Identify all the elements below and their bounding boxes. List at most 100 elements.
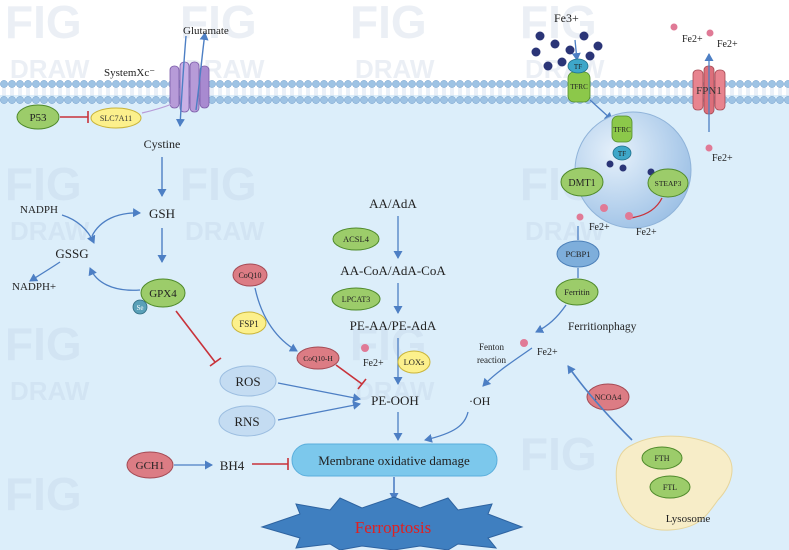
endosome-fe2-a xyxy=(600,204,608,212)
steap3-node xyxy=(647,168,689,198)
pe-ooh-label: PE-OOH xyxy=(371,393,419,408)
ferritinophagy-label: Ferritionphagy xyxy=(568,321,637,333)
gpx4-to-gssg-arrow xyxy=(88,267,141,291)
ferroptosis-burst xyxy=(260,496,524,550)
gpx4-inhibit-ros xyxy=(175,310,222,367)
rns-label: RNS xyxy=(234,414,259,429)
tf-membrane-label: TF xyxy=(574,63,582,71)
fe2-lipid-label: Fe2+ xyxy=(363,358,384,369)
fth-node xyxy=(641,446,683,470)
fe2-dot-lipid xyxy=(361,344,369,352)
loxs-label: LOXs xyxy=(404,357,425,367)
pcbp1-label: PCBP1 xyxy=(565,249,590,259)
svg-text:FIG: FIG xyxy=(520,428,597,480)
membrane-damage-node xyxy=(291,443,498,477)
steap3-label: STEAP3 xyxy=(655,179,682,188)
tfrc-membrane-label: TFRC xyxy=(570,83,588,91)
fenton-label-2: reaction xyxy=(477,355,506,365)
pe-aa-label: PE-AA/PE-AdA xyxy=(350,318,437,333)
endosome-fe3-a xyxy=(606,160,614,168)
nadph-plus-label: NADPH+ xyxy=(12,281,56,293)
svg-text:DRAW: DRAW xyxy=(525,216,605,246)
pcbp1-node xyxy=(556,240,600,268)
coq10h-node xyxy=(296,346,340,370)
gssg-to-gsh-arrow xyxy=(91,208,141,237)
ferritin-to-pool-arrow xyxy=(535,304,567,333)
fe2-out-label-b: Fe2+ xyxy=(717,39,738,50)
cystine-label: Cystine xyxy=(144,137,181,151)
cell-membrane xyxy=(0,80,789,104)
fe2-out-dot-b xyxy=(706,29,714,37)
tf-endosome-label: TF xyxy=(618,150,626,158)
fe2-pool-label: Fe2+ xyxy=(537,347,558,358)
endosome-fe2-b xyxy=(625,212,633,220)
svg-text:DRAW: DRAW xyxy=(10,54,90,84)
gpx4-label: GPX4 xyxy=(149,288,177,300)
ros-label: ROS xyxy=(235,374,260,389)
glutamate-label: Glutamate xyxy=(183,25,229,37)
nadph-to-gssg-arrow xyxy=(61,214,96,244)
ftl-label: FTL xyxy=(663,483,677,492)
bh4-label: BH4 xyxy=(220,458,245,473)
fenton-label-1: Fenton xyxy=(479,342,505,352)
lpcat3-node xyxy=(331,287,381,311)
ros-node xyxy=(219,365,277,397)
p53-inhibit-slc7a11 xyxy=(60,111,89,123)
svg-text:FIG: FIG xyxy=(5,468,82,520)
fe3-iron-dots xyxy=(531,31,603,71)
gch1-node xyxy=(126,451,174,479)
aa-ada-label: AA/AdA xyxy=(369,196,417,211)
svg-text:FIG: FIG xyxy=(350,0,427,48)
p53-label: P53 xyxy=(29,112,47,124)
ros-to-peooh-arrow xyxy=(277,382,361,403)
fsp1-node xyxy=(231,311,267,335)
glutamate-export-arrow xyxy=(195,32,209,111)
dmt1-label: DMT1 xyxy=(568,178,595,189)
tf-endosome-node xyxy=(612,145,632,161)
fe2-in-dot xyxy=(705,144,713,152)
acsl4-label: ACSL4 xyxy=(343,234,370,244)
ferroptosis-label: Ferroptosis xyxy=(355,518,432,537)
ncoa4-label: NCOA4 xyxy=(595,393,622,402)
fe3-label: Fe3+ xyxy=(554,11,579,25)
ferritin-label: Ferritin xyxy=(564,287,590,297)
gssg-label: GSSG xyxy=(55,246,88,261)
oh-to-damage-arrow xyxy=(424,411,469,443)
svg-text:DRAW: DRAW xyxy=(10,376,90,406)
tfrc-endosome-receptor xyxy=(611,115,633,143)
lysosome-to-fe2-arrow xyxy=(567,365,633,441)
fe2-out-label-a: Fe2+ xyxy=(682,34,703,45)
membrane-damage-label: Membrane oxidative damage xyxy=(318,453,470,468)
endosome-fe3-b xyxy=(619,164,627,172)
systemxc-label: SystemXc⁻ xyxy=(104,67,155,79)
nadph-label: NADPH xyxy=(20,204,58,216)
slc7a11-node xyxy=(90,107,142,129)
loxs-node xyxy=(397,350,431,374)
svg-text:FIG: FIG xyxy=(180,0,257,48)
svg-text:DRAW: DRAW xyxy=(185,216,265,246)
svg-text:FIG: FIG xyxy=(5,0,82,48)
coq10h-label: CoQ10-H xyxy=(303,354,333,363)
fe2-endosome-label-a: Fe2+ xyxy=(589,222,610,233)
ferritin-node xyxy=(555,278,599,306)
coq10-reduction-arrow xyxy=(254,287,298,352)
gssg-to-nadph-plus-arrow xyxy=(29,261,61,282)
dmt1-node xyxy=(560,167,604,197)
svg-text:FIG: FIG xyxy=(5,158,82,210)
endocytosis-arrow xyxy=(589,99,613,121)
slc7a11-label: SLC7A11 xyxy=(100,114,132,123)
p53-node xyxy=(16,104,60,130)
fenton-arrow xyxy=(482,347,533,387)
systemxc-transporter xyxy=(169,61,210,113)
fth-label: FTH xyxy=(654,454,669,463)
fe2-endosome-label-b: Fe2+ xyxy=(636,227,657,238)
lysosome-label: Lysosome xyxy=(666,513,711,525)
ftl-node xyxy=(649,475,691,499)
gsh-label: GSH xyxy=(149,206,175,221)
bh4-inhibit-damage xyxy=(252,458,289,470)
fe2-in-label: Fe2+ xyxy=(712,153,733,164)
svg-text:DRAW: DRAW xyxy=(10,216,90,246)
se-label: Se xyxy=(137,304,144,312)
